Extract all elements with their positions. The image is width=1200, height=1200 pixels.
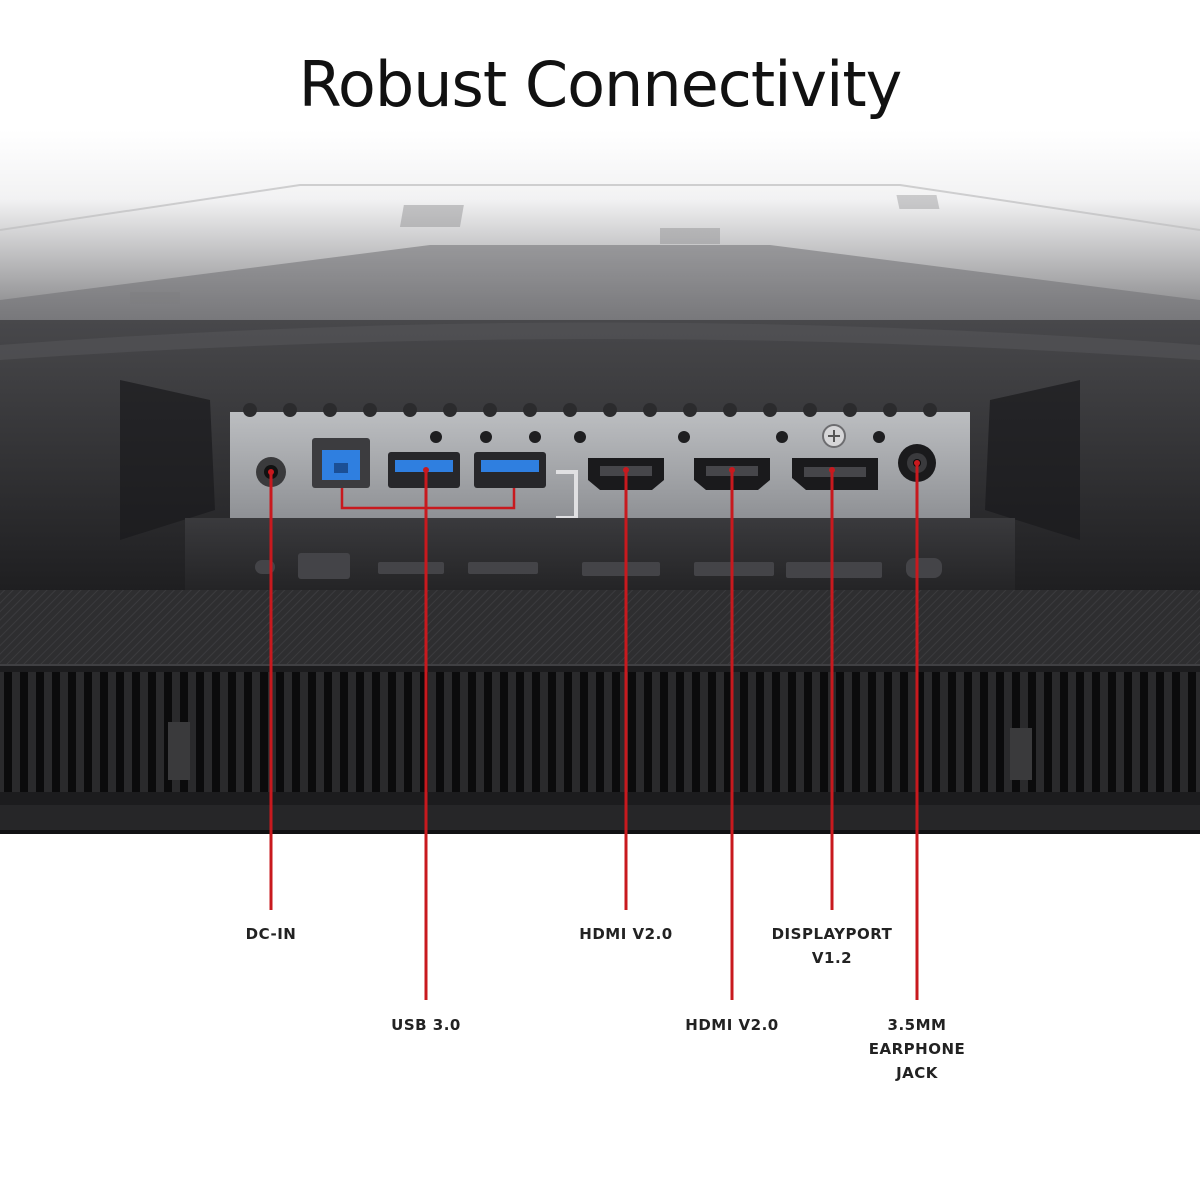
label-hdmi-1: HDMI V2.0 bbox=[579, 925, 673, 943]
label-dc-in: DC-IN bbox=[245, 925, 297, 943]
page-title: Robust Connectivity bbox=[298, 48, 903, 121]
label-displayport: DISPLAYPORT V1.2 bbox=[771, 925, 893, 967]
label-hdmi-2: HDMI V2.0 bbox=[685, 1016, 779, 1034]
label-usb-3: USB 3.0 bbox=[391, 1016, 461, 1034]
label-earphone-jack: 3.5MM EARPHONE JACK bbox=[868, 1016, 966, 1082]
callout-lines bbox=[269, 463, 919, 1000]
